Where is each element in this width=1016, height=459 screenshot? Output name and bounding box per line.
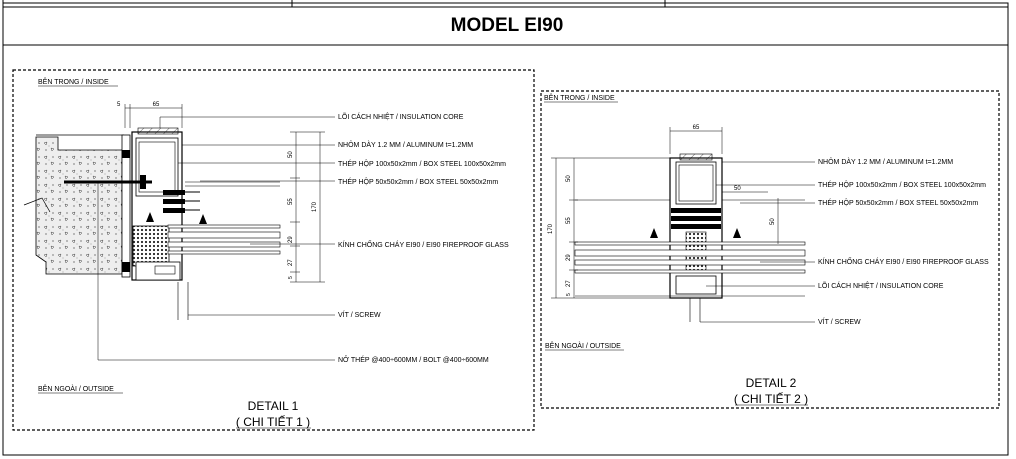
detail-1-outside-label: BÊN NGOÀI / OUTSIDE <box>38 384 114 393</box>
callout2-aluminum: NHÔM DÀY 1.2 MM / ALUMINUM t=1.2MM <box>818 157 953 166</box>
dim-27: 27 <box>288 259 294 266</box>
dim2-29: 29 <box>566 254 572 261</box>
callout2-screw: VÍT / SCREW <box>818 317 861 326</box>
detail-1-frame <box>12 69 535 431</box>
dim2-5: 5 <box>566 293 572 296</box>
detail-2-caption-sub: ( CHI TIẾT 2 ) <box>734 391 808 406</box>
fireproof-glass <box>167 224 281 255</box>
dim2-65: 65 <box>693 125 700 131</box>
callout2-box-steel-100: THÉP HỘP 100x50x2mm / BOX STEEL 100x50x2… <box>818 180 986 189</box>
detail-1-caption-sub: ( CHI TIẾT 1 ) <box>236 414 310 429</box>
detail-2-caption: DETAIL 2 <box>746 376 797 390</box>
callout-fireproof-glass: KÍNH CHỐNG CHÁY EI90 / EI90 FIREPROOF GL… <box>338 239 509 249</box>
detail-2: BÊN TRONG / INSIDE BÊN NGOÀI / OUTSIDE <box>540 90 1000 409</box>
dim2-170: 170 <box>548 223 554 234</box>
page-title: MODEL EI90 <box>451 15 564 36</box>
dim2-50: 50 <box>566 175 572 182</box>
dim2-55: 55 <box>566 217 572 224</box>
insulation-core <box>137 127 179 135</box>
callout-box-steel-100: THÉP HỘP 100x50x2mm / BOX STEEL 100x50x2… <box>338 159 506 168</box>
concrete-wall <box>35 136 123 275</box>
callout-insulation-core: LÕI CÁCH NHIỆT / INSULATION CORE <box>338 112 464 121</box>
fireproof-glass-2 <box>574 241 806 274</box>
callout-bolt: NỞ THÉP @400÷600MM / BOLT @400÷600MM <box>338 355 489 364</box>
callout2-fireproof-glass: KÍNH CHỐNG CHÁY EI90 / EI90 FIREPROOF GL… <box>818 256 989 266</box>
dim-170: 170 <box>312 201 318 212</box>
callout-aluminum: NHÔM DÀY 1.2 MM / ALUMINUM t=1.2MM <box>338 140 473 149</box>
insulation-fill <box>132 225 170 267</box>
dim2-50c: 50 <box>770 218 776 225</box>
dim-29: 29 <box>288 236 294 243</box>
callout-box-steel-50: THÉP HỘP 50x50x2mm / BOX STEEL 50x50x2mm <box>338 177 498 186</box>
dim-55: 55 <box>288 198 294 205</box>
screw-set-1 <box>163 190 200 213</box>
detail-1-inside-label: BÊN TRONG / INSIDE <box>38 77 109 86</box>
callout-screw: VÍT / SCREW <box>338 310 381 319</box>
dim2-50b: 50 <box>734 186 741 192</box>
detail-2-inside-label: BÊN TRONG / INSIDE <box>544 93 615 102</box>
dim-5: 5 <box>117 102 121 108</box>
detail-2-frame <box>540 90 1000 409</box>
detail-1-caption: DETAIL 1 <box>248 399 299 413</box>
callout2-box-steel-50: THÉP HỘP 50x50x2mm / BOX STEEL 50x50x2mm <box>818 198 978 207</box>
dim-65: 65 <box>153 102 160 108</box>
callout2-insulation-core: LÕI CÁCH NHIỆT / INSULATION CORE <box>818 281 944 290</box>
dim-5b: 5 <box>288 276 294 279</box>
dim-50: 50 <box>288 151 294 158</box>
detail-1: BÊN TRONG / INSIDE BÊN NGOÀI / OUTSIDE <box>12 69 535 431</box>
detail-2-outside-label: BÊN NGOÀI / OUTSIDE <box>545 341 621 350</box>
dim2-27: 27 <box>566 280 572 287</box>
